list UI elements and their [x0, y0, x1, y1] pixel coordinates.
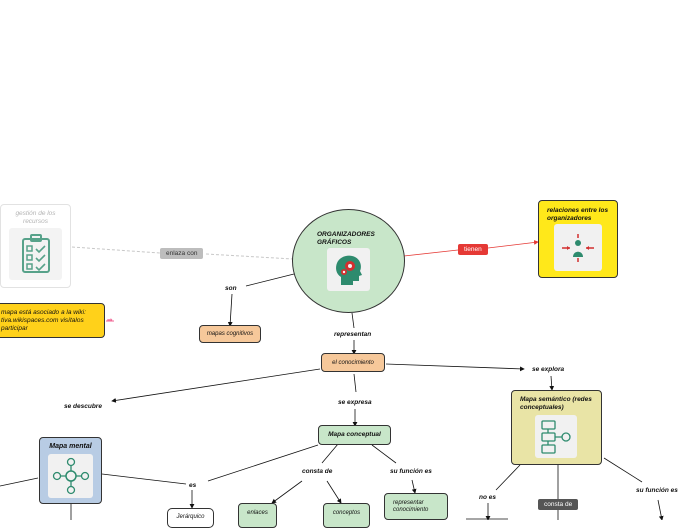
network-arrows-icon	[554, 224, 602, 271]
conceptos-node[interactable]: conceptos	[323, 503, 370, 528]
representan-label: representan	[334, 331, 372, 338]
es-label: es	[189, 482, 197, 489]
se-expresa-label: se expresa	[338, 399, 372, 406]
wiki-note-text: mapa está asociado a la wiki: tiva.wikis…	[1, 308, 86, 332]
enlaza-con-tag[interactable]: enlaza con	[160, 248, 204, 259]
enlaces-label: enlaces	[247, 510, 268, 516]
mapa-semantico-title: Mapa semántico (redes conceptuales)	[520, 396, 592, 411]
mapas-cognitivos-label: mapas cognitivos	[206, 331, 254, 337]
son-label: son	[225, 285, 237, 292]
wiki-note[interactable]: mapa está asociado a la wiki: tiva.wikis…	[0, 303, 105, 338]
conocimiento-label: el conocimiento	[332, 359, 374, 366]
relaciones-title: relaciones entre los organizadores	[547, 207, 609, 222]
link-tienen-right	[487, 240, 539, 249]
se-explora-label: se explora	[532, 366, 565, 373]
su-funcion-es-right-label: su función es	[636, 487, 678, 494]
representar-label: representar conocimiento	[393, 499, 429, 513]
mapa-conceptual-label: Mapa conceptual	[328, 431, 381, 438]
mapa-conceptual-node[interactable]: Mapa conceptual	[318, 425, 391, 445]
mapa-mental-title: Mapa mental	[49, 443, 92, 450]
link-enlaza-con-right	[205, 253, 294, 260]
mind-map-icon	[48, 454, 93, 498]
jerarquico-node[interactable]: Jerárquico	[167, 508, 214, 528]
conocimiento-node[interactable]: el conocimiento	[321, 353, 385, 372]
link-tienen-left	[403, 249, 459, 257]
se-descubre-label: se descubre	[64, 403, 102, 410]
conceptos-label: conceptos	[332, 510, 361, 516]
flowchart-icon	[535, 415, 577, 458]
tienen-tag[interactable]: tienen	[458, 244, 488, 255]
jerarquico-label: Jerárquico	[176, 514, 205, 520]
no-es-label: no es	[479, 494, 496, 501]
link-enlaza-con-left	[71, 246, 161, 254]
head-gears-icon	[327, 248, 370, 291]
recursos-title: gestión de los recursos	[15, 210, 56, 225]
representar-node[interactable]: representar conocimiento	[384, 493, 448, 520]
enlaces-node[interactable]: enlaces	[238, 503, 277, 528]
wiki-arrow-icon: ⇒	[107, 317, 113, 324]
consta-de-label: consta de	[302, 468, 333, 475]
consta-de-tag[interactable]: consta de	[538, 499, 579, 510]
central-title: ORGANIZADORES GRÁFICOS	[317, 231, 375, 246]
mapas-cognitivos-node[interactable]: mapas cognitivos	[199, 325, 261, 343]
su-funcion-es-label: su función es	[390, 468, 432, 475]
clipboard-checklist-icon	[9, 228, 62, 280]
